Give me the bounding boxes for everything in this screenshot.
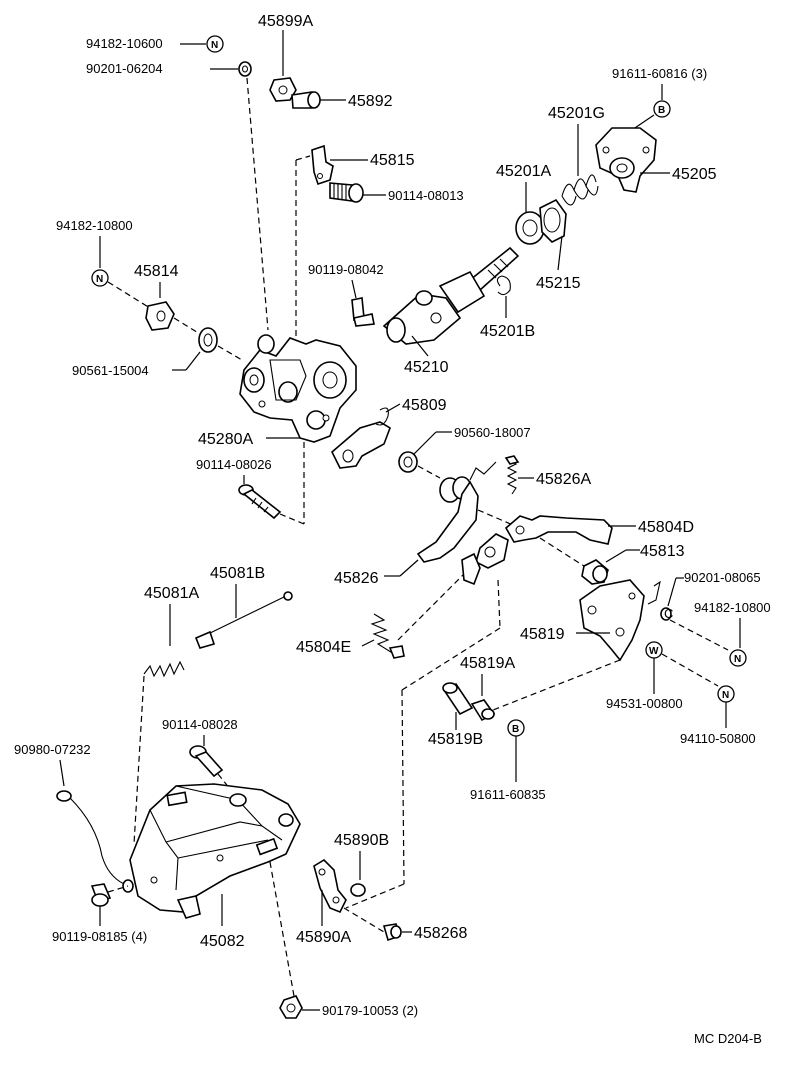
label-90179-10053: 90179-10053 (2) xyxy=(322,1003,418,1018)
label-45899A: 45899A xyxy=(258,13,313,30)
label-45819B: 45819B xyxy=(428,731,483,748)
diagram-code: MC D204-B xyxy=(694,1031,762,1046)
label-94531-00800: 94531-00800 xyxy=(606,696,683,711)
part-90119-08185-group: 90119-08185 (4) xyxy=(52,883,147,944)
label-45890B: 45890B xyxy=(334,832,389,849)
label-90119-08185: 90119-08185 (4) xyxy=(52,929,147,944)
label-45809: 45809 xyxy=(402,397,447,414)
marker-w-text: W xyxy=(649,646,659,657)
label-45826: 45826 xyxy=(334,570,379,587)
part-45804E-group: 45804E xyxy=(296,552,501,909)
part-45815-group: 45815 90114-08013 xyxy=(295,144,464,350)
label-94182-10800-top: 94182-10800 xyxy=(56,218,133,233)
lever-45890A-icon xyxy=(313,858,347,914)
wire-terminal-icon xyxy=(56,790,72,802)
label-90114-08026: 90114-08026 xyxy=(196,457,272,472)
label-90561-15004: 90561-15004 xyxy=(72,363,149,378)
label-45826A: 45826A xyxy=(536,471,591,488)
part-45082-group: 45082 xyxy=(129,783,301,997)
marker-c-text: C xyxy=(664,606,673,621)
label-94110-50800: 94110-50800 xyxy=(680,731,756,746)
part-45814-group: 94182-10800 N 45814 90561-15004 xyxy=(56,218,243,378)
label-90114-08028: 90114-08028 xyxy=(162,717,238,732)
bushing-45890B-icon xyxy=(350,883,366,897)
label-45813: 45813 xyxy=(640,543,685,560)
label-45081B: 45081B xyxy=(210,565,265,582)
label-45215: 45215 xyxy=(536,275,581,292)
part-45826-group: 45826 45826A xyxy=(334,455,591,587)
part-90114-08028-group: 90114-08028 xyxy=(162,717,238,795)
part-45205-group: 91611-60816 (3) B 45205 45201G xyxy=(548,66,717,206)
part-45804D-group: 45804D 45813 xyxy=(475,515,694,585)
marker-n-text: N xyxy=(211,40,218,51)
nut-marker-n-icon-2 xyxy=(91,269,109,287)
label-45890A: 45890A xyxy=(296,929,351,946)
label-45819A: 45819A xyxy=(460,655,515,672)
marker-n-text-3: N xyxy=(734,654,741,665)
arm-45826-icon xyxy=(416,480,479,563)
label-90114-08013: 90114-08013 xyxy=(388,188,464,203)
label-94182-10800-right: 94182-10800 xyxy=(694,600,771,615)
bolt-marker-b-icon xyxy=(653,100,671,118)
part-45819-group: 45819 90201-08065 C 94182-10800 N W 9453… xyxy=(487,570,771,746)
marker-b-text: B xyxy=(658,105,665,116)
part-90119-08042-group: 90119-08042 xyxy=(308,262,384,327)
bracket-45082-icon xyxy=(129,783,301,913)
nut-marker-n-icon-3 xyxy=(729,649,747,667)
label-45280A: 45280A xyxy=(198,431,253,448)
label-45819: 45819 xyxy=(520,626,565,643)
label-91611-60835: 91611-60835 xyxy=(470,787,546,802)
part-45280A-group: 45280A xyxy=(198,334,357,524)
washer-90201-08065-icon xyxy=(660,607,672,621)
part-45081-group: 45081A 45081B xyxy=(133,565,293,845)
label-45892: 45892 xyxy=(348,93,393,110)
label-45082: 45082 xyxy=(200,933,245,950)
spring-45081A-icon xyxy=(143,660,185,678)
label-91611-60816: 91611-60816 (3) xyxy=(612,66,707,81)
label-45081A: 45081A xyxy=(144,585,199,602)
label-90201-06204: 90201-06204 xyxy=(86,61,163,76)
part-90980-07232-group: 90980-07232 xyxy=(14,742,134,893)
label-45814: 45814 xyxy=(134,263,179,280)
spring-45201G-icon xyxy=(561,174,599,206)
clip-45815-icon xyxy=(311,144,334,186)
lever-45804D-icon xyxy=(504,515,613,545)
part-45819A-group: 45819A 45819B B 91611-60835 xyxy=(428,655,546,802)
label-90201-08065: 90201-08065 xyxy=(684,570,761,585)
part-45899A-group: 45899A 94182-10600 N 90201-06204 45892 xyxy=(86,13,393,331)
label-45205: 45205 xyxy=(672,166,717,183)
lever-45809-icon xyxy=(331,421,391,469)
part-45809-group: 45809 90560-18007 xyxy=(331,397,531,479)
marker-n-text-2: N xyxy=(96,274,103,285)
label-458268: 458268 xyxy=(414,925,467,942)
label-90119-08042: 90119-08042 xyxy=(308,262,384,277)
label-90980-07232: 90980-07232 xyxy=(14,742,91,757)
part-45210-group: 45201A 45215 45210 45201B xyxy=(382,163,581,376)
bracket-45819-icon xyxy=(579,579,645,662)
label-45210: 45210 xyxy=(404,359,449,376)
part-90114-08026-group: 90114-08026 xyxy=(196,457,305,525)
marker-b-text-2: B xyxy=(512,724,519,735)
clip-45201B-icon xyxy=(496,275,511,296)
part-90179-10053-group: 90179-10053 (2) xyxy=(279,995,418,1019)
spring-45826A-icon xyxy=(506,459,518,495)
label-45201A: 45201A xyxy=(496,163,551,180)
rod-45081B-icon xyxy=(203,595,287,637)
marker-n-text-4: N xyxy=(722,690,729,701)
label-90560-18007: 90560-18007 xyxy=(454,425,531,440)
label-45804D: 45804D xyxy=(638,519,694,536)
label-45815: 45815 xyxy=(370,152,415,169)
part-45890-group: 45890B 45890A 458268 xyxy=(296,832,467,946)
spring-45804E-icon xyxy=(370,613,395,655)
wire-90980-07232-icon xyxy=(69,797,125,885)
label-45201G: 45201G xyxy=(548,105,605,122)
label-94182-10600: 94182-10600 xyxy=(86,36,163,51)
nut-marker-n-icon xyxy=(206,35,224,53)
label-45804E: 45804E xyxy=(296,639,351,656)
label-45201B: 45201B xyxy=(480,323,535,340)
